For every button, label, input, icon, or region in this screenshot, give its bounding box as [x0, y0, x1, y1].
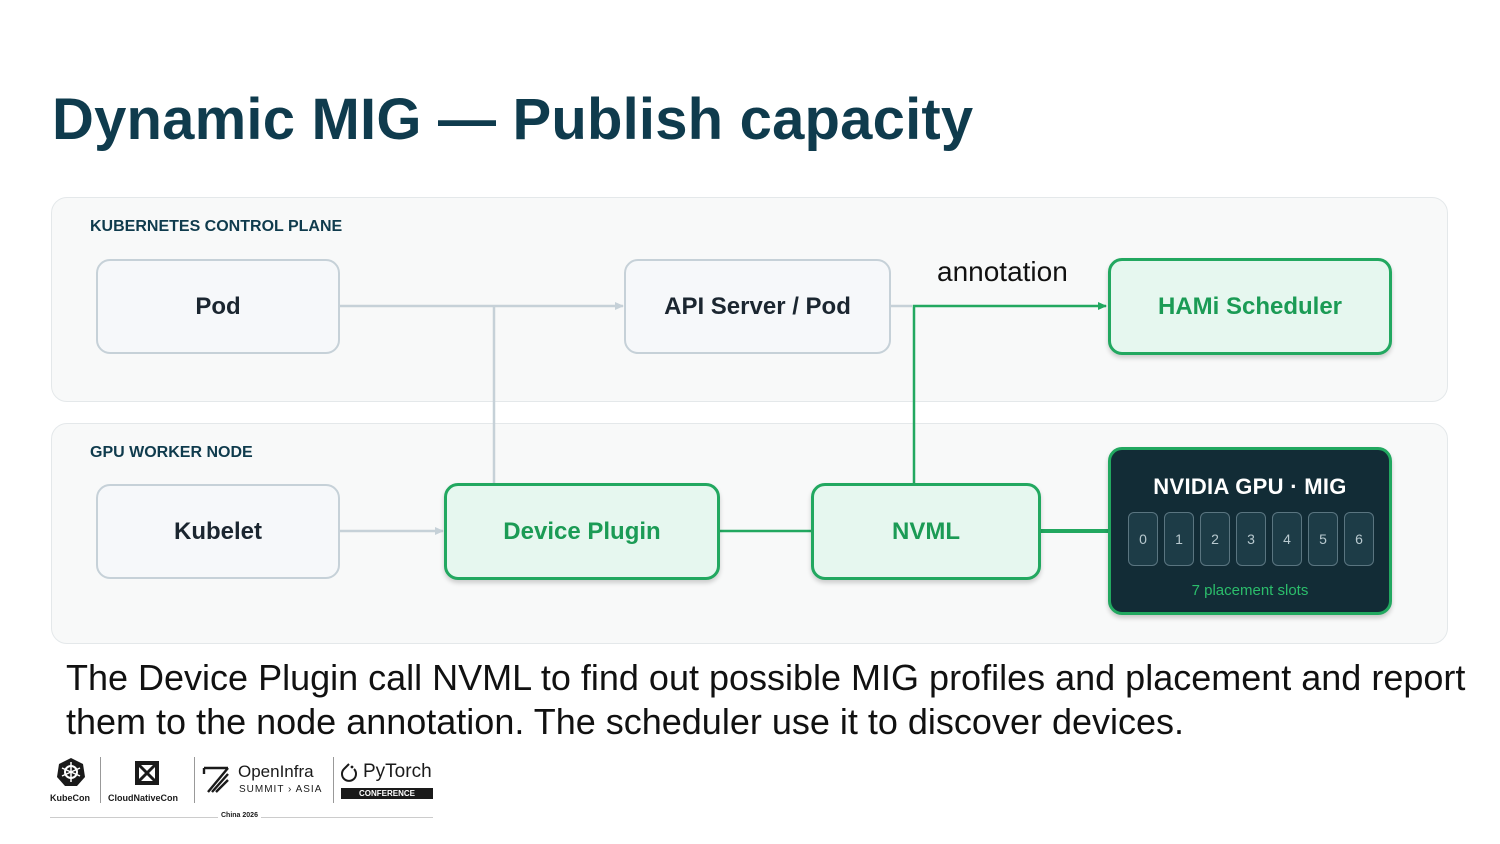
- hami-scheduler-node-label: HAMi Scheduler: [1157, 292, 1343, 320]
- kubelet-node: Kubelet: [96, 484, 340, 579]
- mig-slot: 4: [1272, 512, 1302, 566]
- worker-node-label: GPU WORKER NODE: [90, 444, 253, 461]
- kubecon-logo-icon: [57, 758, 85, 786]
- mig-slot: 1: [1164, 512, 1194, 566]
- annotation-edge-label: annotation: [937, 256, 1068, 287]
- mig-slot: 0: [1128, 512, 1158, 566]
- nvml-node: NVML: [811, 483, 1041, 580]
- logo-divider: [333, 757, 334, 803]
- edge-nvml-to-scheduler: [912, 302, 1107, 483]
- kubelet-node-label: Kubelet: [173, 517, 262, 545]
- event-year-label: China 2026: [218, 812, 261, 819]
- hami-scheduler-node: HAMi Scheduler: [1108, 258, 1392, 355]
- mig-slot: 5: [1308, 512, 1338, 566]
- cloudnativecon-logo-text: CloudNativeCon: [108, 793, 179, 803]
- pytorch-conference-badge: CONFERENCE: [341, 788, 433, 799]
- control-plane-label: KUBERNETES CONTROL PLANE: [90, 218, 343, 235]
- device-plugin-node: Device Plugin: [444, 483, 720, 580]
- mig-slot: 3: [1236, 512, 1266, 566]
- cloudnativecon-logo-icon: [135, 761, 159, 785]
- nvidia-gpu-mig-node: NVIDIA GPU · MIG 0 1 2 3 4 5 6 7 placeme…: [1108, 447, 1392, 615]
- api-server-node: API Server / Pod: [624, 259, 891, 354]
- logo-divider: [194, 757, 195, 803]
- pod-node: Pod: [96, 259, 340, 354]
- device-plugin-node-label: Device Plugin: [503, 517, 661, 545]
- logo-divider: [100, 757, 101, 803]
- slide-title: Dynamic MIG — Publish capacity: [52, 87, 974, 152]
- pytorch-logo-text: PyTorch: [363, 761, 432, 782]
- mig-slot: 6: [1344, 512, 1374, 566]
- openinfra-summit-text: SUMMIT › ASIA: [239, 784, 323, 795]
- pytorch-flame-icon: [341, 763, 357, 782]
- gpu-caption: 7 placement slots: [1191, 582, 1309, 599]
- openinfra-logo-icon: [202, 766, 229, 793]
- api-server-node-label: API Server / Pod: [664, 292, 851, 320]
- gpu-title: NVIDIA GPU · MIG: [1153, 474, 1347, 499]
- pod-node-label: Pod: [195, 292, 241, 320]
- kubecon-logo-text: KubeCon: [50, 793, 90, 803]
- nvml-node-label: NVML: [892, 517, 960, 545]
- slide-caption: The Device Plugin call NVML to find out …: [66, 657, 1466, 742]
- mig-slot: 2: [1200, 512, 1230, 566]
- event-logos: KubeCon CloudNativeCon OpenInfra SUMMIT …: [50, 755, 435, 825]
- openinfra-logo-text: OpenInfra: [238, 762, 314, 781]
